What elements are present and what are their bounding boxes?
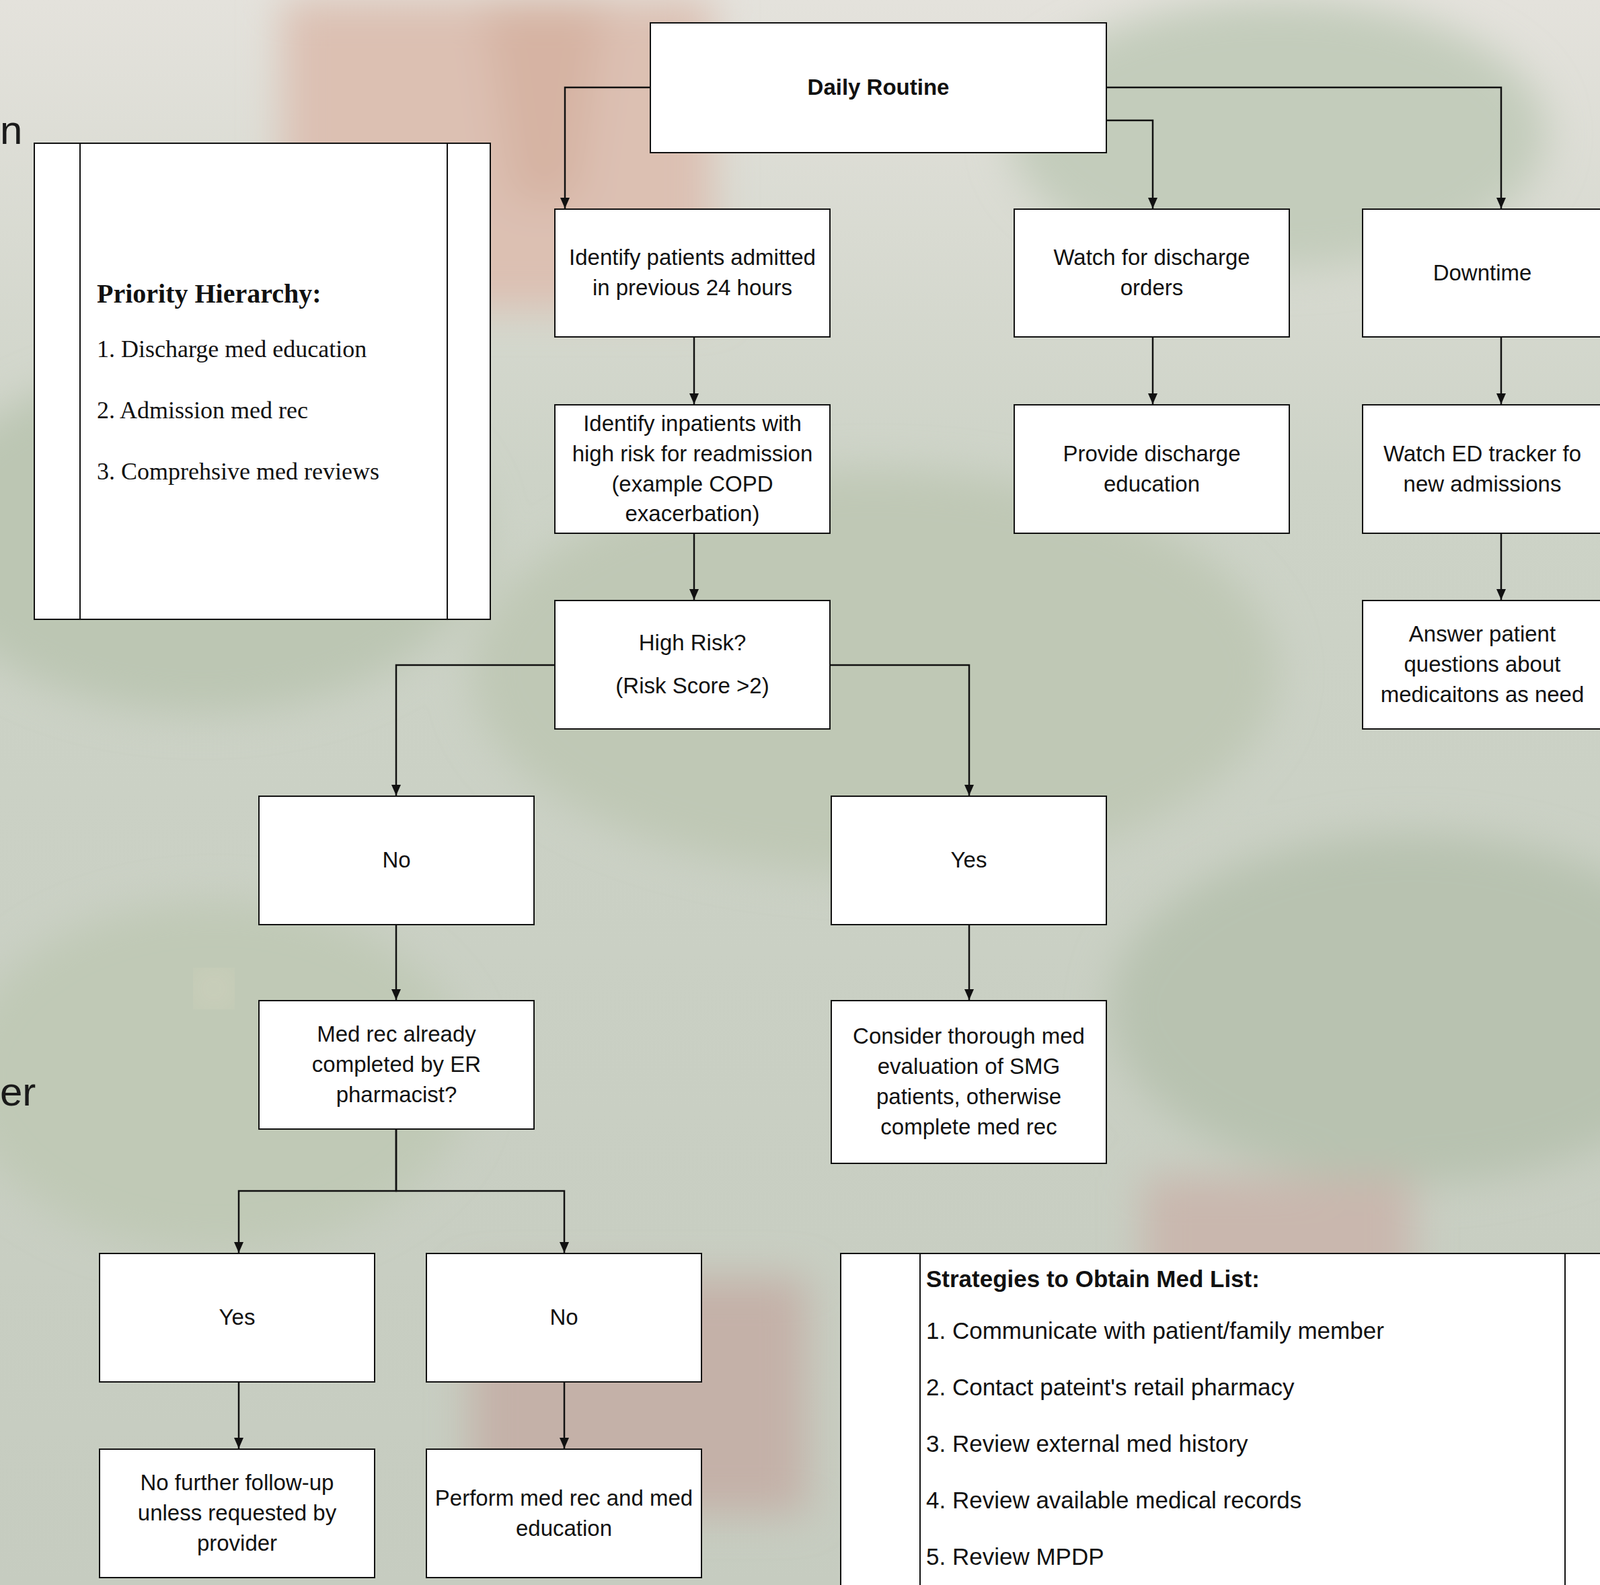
process-box: Perform med rec and med education: [425, 1448, 703, 1579]
divider-line: [919, 1254, 921, 1585]
text-area: High Risk? (Risk Score >2): [555, 601, 830, 729]
start-box: Daily Routine: [649, 22, 1108, 154]
answer-box: Yes: [830, 795, 1108, 926]
slide-text-fragment: n: [0, 110, 23, 151]
text-area: Med rec already completed by ER pharmaci…: [259, 1001, 534, 1129]
box-text: 5. Review MPDP: [926, 1528, 1105, 1585]
connector-arrow: [830, 665, 970, 796]
text-area: No: [427, 1254, 701, 1382]
process-box: Watch ED tracker fo new admissions: [1361, 404, 1600, 535]
connector-arrow: [238, 1129, 397, 1253]
faded-light: [199, 973, 229, 1004]
text-area: Answer patient questions about medicaito…: [1363, 601, 1600, 729]
text-area: Strategies to Obtain Med List:1. Communi…: [841, 1254, 1600, 1585]
box-text: Consider thorough med evaluation of SMG …: [837, 1021, 1101, 1143]
connector-arrow: [1500, 337, 1503, 405]
box-text: Downtime: [1433, 258, 1533, 289]
box-text: No: [549, 1302, 578, 1333]
connector-arrow: [396, 1129, 565, 1253]
box-text: 4. Review available medical records: [926, 1472, 1302, 1529]
process-box: Watch for discharge orders: [1013, 208, 1290, 338]
connector-arrow: [1152, 337, 1155, 405]
box-text: Identify inpatients with high risk for r…: [560, 408, 824, 530]
connector-arrow: [1107, 87, 1502, 209]
process-box: Consider thorough med evaluation of SMG …: [830, 1000, 1108, 1165]
box-text: Watch for discharge orders: [1020, 242, 1284, 304]
connector-arrow: [238, 1382, 241, 1449]
process-box: No further follow-up unless requested by…: [98, 1448, 376, 1579]
box-text: No further follow-up unless requested by…: [105, 1468, 369, 1559]
box-text: 2. Admission med rec: [96, 379, 309, 442]
box-text: Watch ED tracker fo new admissions: [1368, 439, 1596, 500]
connector-arrow: [693, 337, 696, 405]
box-text: No: [382, 845, 411, 876]
text-area: No: [259, 796, 534, 925]
process-box: Identify patients admitted in previous 2…: [554, 208, 831, 338]
text-area: Yes: [831, 796, 1106, 925]
decision-box: High Risk? (Risk Score >2): [554, 599, 831, 730]
text-area: Watch ED tracker fo new admissions: [1363, 405, 1600, 533]
connector-arrow: [1107, 120, 1153, 209]
box-heading: Priority Hierarchy:: [96, 269, 322, 319]
box-text: Identify patients admitted in previous 2…: [560, 242, 824, 304]
text-area: Provide discharge education: [1014, 405, 1289, 533]
box-text: (Risk Score >2): [615, 671, 769, 702]
box-heading: Strategies to Obtain Med List:: [926, 1255, 1260, 1303]
divider-line: [1564, 1254, 1566, 1585]
box-text: 3. Comprehsive med reviews: [96, 441, 380, 503]
slide-text-fragment: er: [0, 1072, 36, 1113]
process-box: Provide discharge education: [1013, 404, 1290, 535]
box-text: Daily Routine: [807, 72, 950, 103]
decision-box: Med rec already completed by ER pharmaci…: [258, 1000, 535, 1130]
box-text: Provide discharge education: [1020, 439, 1284, 500]
box-text: 1. Discharge med education: [96, 318, 367, 380]
box-text: 3. Review external med history: [926, 1415, 1249, 1473]
connector-arrow: [395, 925, 398, 1001]
process-box: Identify inpatients with high risk for r…: [554, 404, 831, 535]
box-text: Yes: [219, 1302, 256, 1333]
text-area: Perform med rec and med education: [427, 1450, 701, 1578]
divider-line: [79, 143, 81, 619]
connector-arrow: [564, 87, 650, 209]
box-heading: High Risk?: [638, 628, 747, 659]
connector-arrow: [968, 925, 971, 1001]
box-text: 1. Communicate with patient/family membe…: [926, 1302, 1385, 1360]
text-area: Daily Routine: [651, 23, 1106, 152]
priority-box: Priority Hierarchy:1. Discharge med educ…: [33, 142, 491, 621]
answer-box: No: [258, 795, 535, 926]
connector-arrow: [693, 534, 696, 600]
box-text: Perform med rec and med education: [432, 1483, 696, 1545]
process-box: Answer patient questions about medicaito…: [1361, 599, 1600, 730]
box-text: Answer patient questions about medicaito…: [1368, 619, 1596, 711]
box-text: Med rec already completed by ER pharmaci…: [264, 1019, 528, 1111]
text-area: Watch for discharge orders: [1014, 209, 1289, 337]
strategies-box: Strategies to Obtain Med List:1. Communi…: [840, 1252, 1600, 1585]
text-area: Priority Hierarchy:1. Discharge med educ…: [34, 143, 490, 619]
process-box: Downtime: [1361, 208, 1600, 338]
connector-arrow: [563, 1382, 566, 1449]
answer-box: No: [425, 1252, 703, 1383]
text-area: Consider thorough med evaluation of SMG …: [831, 1001, 1106, 1163]
connector-arrow: [1500, 534, 1503, 600]
text-area: Yes: [100, 1254, 374, 1382]
text-area: No further follow-up unless requested by…: [100, 1450, 374, 1578]
answer-box: Yes: [98, 1252, 376, 1383]
connector-arrow: [396, 665, 555, 796]
divider-line: [446, 143, 448, 619]
text-area: Identify patients admitted in previous 2…: [555, 209, 830, 337]
box-text: Yes: [950, 845, 988, 876]
text-area: Downtime: [1363, 209, 1600, 337]
box-text: 2. Contact pateint's retail pharmacy: [926, 1359, 1295, 1416]
text-area: Identify inpatients with high risk for r…: [555, 405, 830, 533]
